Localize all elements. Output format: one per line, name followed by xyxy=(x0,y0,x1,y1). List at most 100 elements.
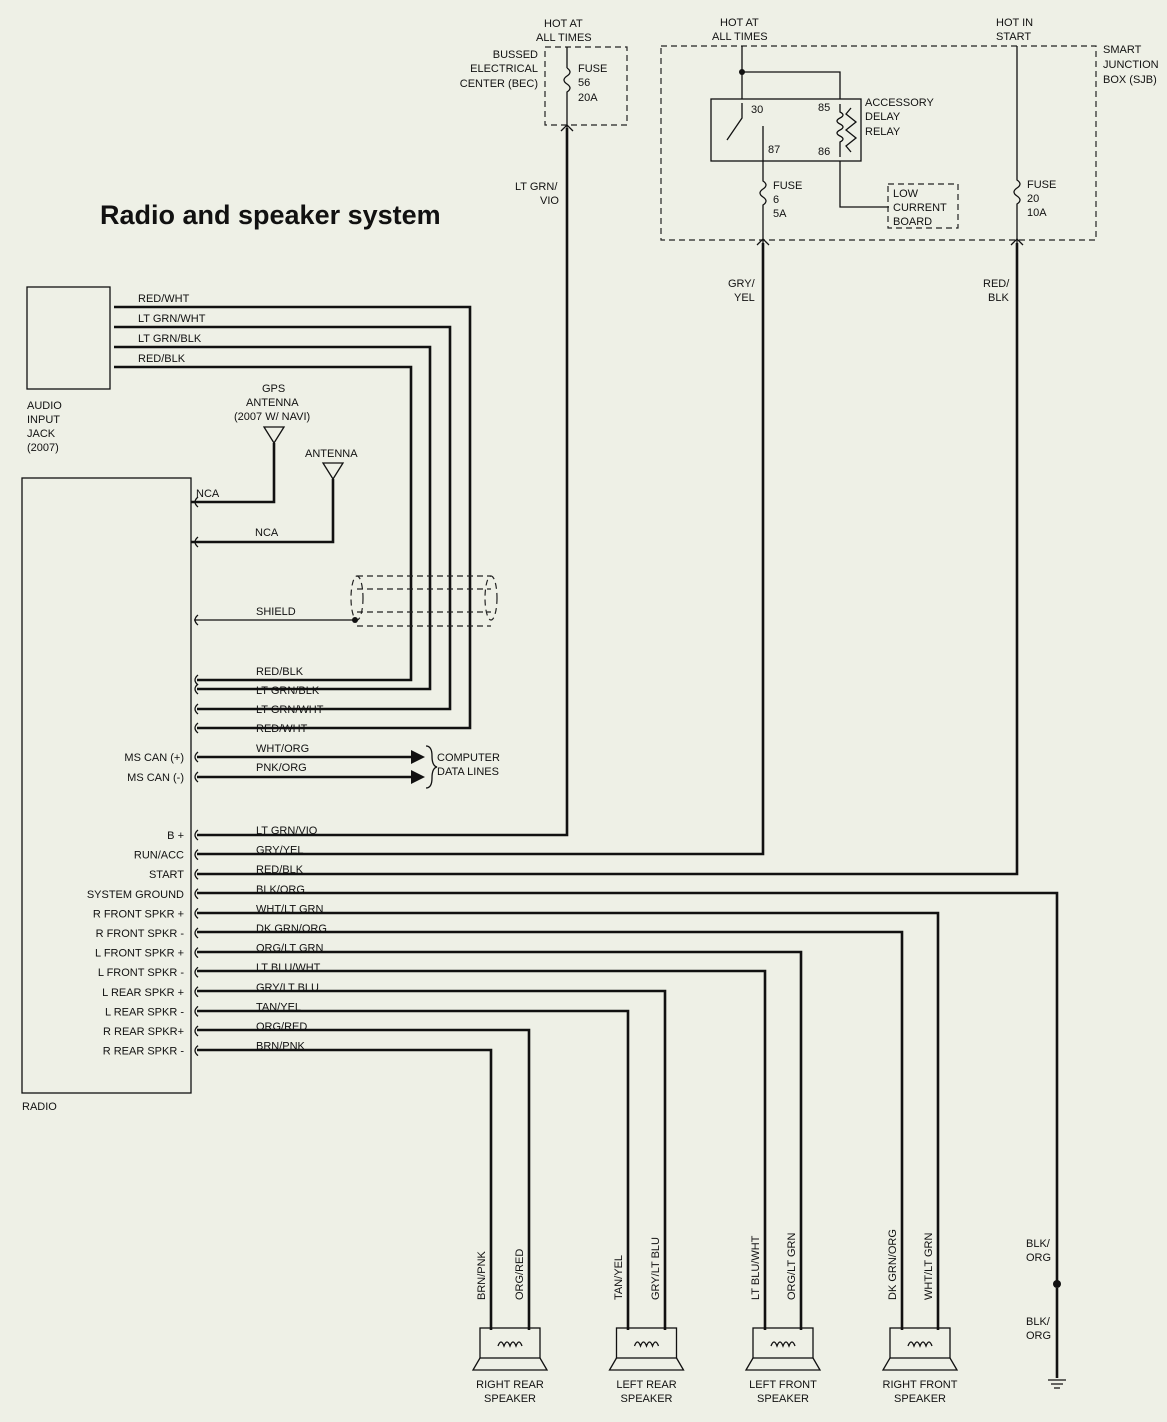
wire-r-front-minus xyxy=(197,930,904,1330)
relay-pin-85: 85 xyxy=(818,102,830,114)
shield-end-right xyxy=(484,575,498,621)
bec-hot-1: HOT AT xyxy=(544,18,583,30)
wire-l-rear-minus xyxy=(197,1009,630,1330)
radio-wire-label-6: PNK/ORG xyxy=(256,762,307,774)
fuse20-icon xyxy=(1013,46,1021,243)
gps-antenna-label-1: GPS xyxy=(262,383,285,395)
gps-antenna-label-3: (2007 W/ NAVI) xyxy=(234,411,310,423)
radio-pin-wire-7: LT BLU/WHT xyxy=(256,962,321,974)
speaker-name-1-3: RIGHT FRONT xyxy=(883,1379,958,1391)
connector-tick-15 xyxy=(194,947,199,959)
wire-lt-grn-wht xyxy=(114,325,452,711)
wire-b-plus xyxy=(197,128,569,837)
connector-tick-11 xyxy=(194,868,199,880)
shield-label: SHIELD xyxy=(256,606,296,618)
radio-wire-label-4: RED/WHT xyxy=(256,723,308,735)
connector-tick-4 xyxy=(194,683,199,695)
jack-wire-label-1: RED/WHT xyxy=(138,293,190,305)
speaker-name-2-0: SPEAKER xyxy=(484,1393,536,1405)
wire-r-rear-plus xyxy=(197,1028,531,1330)
connector-tick-12 xyxy=(194,888,199,900)
gps-antenna-label-2: ANTENNA xyxy=(246,397,299,409)
bec-wire-2: VIO xyxy=(540,195,559,207)
speaker-cone-icon-2 xyxy=(744,1357,822,1371)
wire-l-rear-plus xyxy=(197,989,667,1330)
can-arrow-icons xyxy=(411,750,425,784)
speaker-body-2 xyxy=(752,1327,814,1359)
radio-pin-5: R FRONT SPKR - xyxy=(96,928,185,940)
speaker-wire-label-2-1: ORG/LT GRN xyxy=(786,1233,798,1300)
wire-red-wht xyxy=(114,305,472,730)
speaker-0: RIGHT REAR SPEAKER BRN/PNK ORG/RED xyxy=(471,1249,549,1405)
relay-supply-wire xyxy=(741,46,841,99)
sjb-label-1: SMART xyxy=(1103,44,1142,56)
wire-system-ground xyxy=(197,891,1059,1284)
bec-label-3: CENTER (BEC) xyxy=(460,78,538,90)
connector-tick-10 xyxy=(194,849,199,861)
audio-jack-label-2: INPUT xyxy=(27,414,60,426)
connector-tick-19 xyxy=(194,1025,199,1037)
antenna-nca-label: NCA xyxy=(255,527,279,539)
speaker-coil-icon-2 xyxy=(770,1341,796,1348)
bec-fuse-1: FUSE xyxy=(578,63,607,75)
audio-jack-label-4: (2007) xyxy=(27,442,59,454)
low-current-3: BOARD xyxy=(893,216,932,228)
relay-label-3: RELAY xyxy=(865,126,901,138)
connector-tick-18 xyxy=(194,1005,199,1017)
sjb-hot1-2: ALL TIMES xyxy=(712,31,768,43)
ground-wire-1b: ORG xyxy=(1026,1252,1051,1264)
wire-antenna-nca xyxy=(191,479,335,544)
bec-label-2: ELECTRICAL xyxy=(470,63,538,75)
connector-tick-13 xyxy=(194,907,199,919)
speaker-name-1-0: RIGHT REAR xyxy=(476,1379,544,1391)
wire-run-acc xyxy=(197,243,765,856)
bec-wire-1: LT GRN/ xyxy=(515,181,558,193)
relay-coil-icon xyxy=(836,104,844,157)
speaker-cone-icon-3 xyxy=(881,1357,959,1371)
connector-tick-2 xyxy=(194,614,199,626)
radio-pin-4: R FRONT SPKR + xyxy=(93,908,184,920)
antenna-label: ANTENNA xyxy=(305,448,358,460)
wire-r-rear-minus xyxy=(197,1048,493,1330)
speaker-body-0 xyxy=(479,1327,541,1359)
low-current-box xyxy=(887,183,959,229)
fuse6-2: 6 xyxy=(773,194,779,206)
speaker-wire-label-0-1: ORG/RED xyxy=(514,1249,526,1300)
speaker-wire-label-1-1: GRY/LT BLU xyxy=(650,1237,662,1300)
wire-r-front-plus xyxy=(197,911,940,1330)
relay-pin-30: 30 xyxy=(751,104,763,116)
speaker-wire-label-0-0: BRN/PNK xyxy=(476,1250,488,1300)
speaker-coil-icon-3 xyxy=(907,1341,933,1348)
radio-connector-ticks xyxy=(194,496,199,1057)
radio-wire-label-3: LT GRN/WHT xyxy=(256,704,324,716)
speaker-name-2-2: SPEAKER xyxy=(757,1393,809,1405)
speaker-name-1-2: LEFT FRONT xyxy=(749,1379,817,1391)
speaker-cone-icon-0 xyxy=(471,1357,549,1371)
radio-pin-7: L FRONT SPKR - xyxy=(98,967,185,979)
shield-end-left xyxy=(350,575,364,621)
fuse6-3: 5A xyxy=(773,208,787,220)
sjb-wire2-1: RED/ xyxy=(983,278,1010,290)
radio-pin-1: RUN/ACC xyxy=(134,850,184,862)
connector-tick-7 xyxy=(194,751,199,763)
relay-pin-86: 86 xyxy=(818,146,830,158)
fuse6-1: FUSE xyxy=(773,180,802,192)
wire-gps-nca xyxy=(191,443,276,504)
sjb-wire1-1: GRY/ xyxy=(728,278,756,290)
relay-label-2: DELAY xyxy=(865,111,901,123)
jack-wire-label-2: LT GRN/WHT xyxy=(138,313,206,325)
relay-switch-icon xyxy=(726,103,764,161)
computer-data-lines-1: COMPUTER xyxy=(437,752,500,764)
radio-pin-11: R REAR SPKR - xyxy=(103,1046,185,1058)
fuse20-1: FUSE xyxy=(1027,179,1056,191)
radio-pin-6: L FRONT SPKR + xyxy=(95,948,184,960)
wire-l-front-plus xyxy=(197,950,803,1330)
sjb-hot1-1: HOT AT xyxy=(720,17,759,29)
connector-tick-8 xyxy=(194,771,199,783)
low-current-1: LOW xyxy=(893,188,919,200)
speaker-wire-label-1-0: TAN/YEL xyxy=(613,1255,625,1300)
wire-lt-grn-blk xyxy=(114,345,432,691)
